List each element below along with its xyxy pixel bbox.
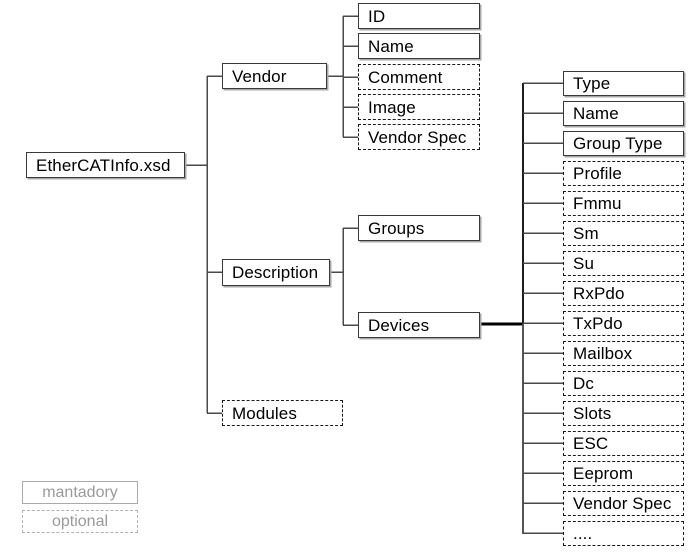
node-label: Slots bbox=[573, 404, 612, 423]
device-child-su[interactable]: Su bbox=[563, 251, 684, 276]
node-modules[interactable]: Modules bbox=[222, 400, 343, 426]
node-label: Name bbox=[368, 36, 414, 56]
node-label: Fmmu bbox=[573, 194, 622, 213]
device-child-profile[interactable]: Profile bbox=[563, 161, 684, 186]
node-label: ID bbox=[368, 6, 386, 26]
node-vendor[interactable]: Vendor bbox=[222, 63, 327, 89]
description-child-groups[interactable]: Groups bbox=[358, 215, 480, 241]
node-label: .... bbox=[573, 524, 593, 543]
node-label: Comment bbox=[368, 67, 443, 87]
node-label: Eeprom bbox=[573, 464, 634, 483]
device-child-dc[interactable]: Dc bbox=[563, 371, 684, 396]
node-description[interactable]: Description bbox=[222, 259, 330, 286]
node-label: Su bbox=[573, 254, 594, 273]
device-child-fmmu[interactable]: Fmmu bbox=[563, 191, 684, 216]
node-label: Group Type bbox=[573, 134, 663, 153]
device-child-slots[interactable]: Slots bbox=[563, 401, 684, 426]
node-label: Image bbox=[368, 97, 416, 117]
device-child-eeprom[interactable]: Eeprom bbox=[563, 461, 684, 486]
node-label: Name bbox=[573, 104, 619, 123]
node-label: EtherCATInfo.xsd bbox=[36, 155, 171, 175]
node-label: Vendor bbox=[232, 66, 287, 86]
node-label: Vendor Spec bbox=[573, 494, 672, 513]
legend-label: optional bbox=[51, 512, 109, 530]
node-label: Vendor Spec bbox=[368, 127, 467, 147]
vendor-child-name[interactable]: Name bbox=[358, 33, 480, 59]
node-label: Sm bbox=[573, 224, 599, 243]
node-label: Dc bbox=[573, 374, 594, 393]
legend-item-optional: optional bbox=[22, 510, 138, 533]
legend-label: mantadory bbox=[42, 483, 118, 501]
device-child-rxpdo[interactable]: RxPdo bbox=[563, 281, 684, 306]
node-label: Type bbox=[573, 74, 611, 93]
node-label: Devices bbox=[368, 315, 430, 335]
node-label: Groups bbox=[368, 218, 425, 238]
description-child-devices[interactable]: Devices bbox=[358, 312, 480, 338]
device-child-sm[interactable]: Sm bbox=[563, 221, 684, 246]
device-child-name[interactable]: Name bbox=[563, 101, 684, 126]
node-label: ESC bbox=[573, 434, 609, 453]
node-label: Description bbox=[232, 263, 319, 282]
node-label: Mailbox bbox=[573, 344, 633, 363]
root-node-ethercatinfodotxsd[interactable]: EtherCATInfo.xsd bbox=[26, 152, 185, 178]
device-child-dotdotdotdot[interactable]: .... bbox=[563, 521, 684, 546]
node-label: Profile bbox=[573, 164, 622, 183]
device-child-vendor-spec[interactable]: Vendor Spec bbox=[563, 491, 684, 516]
vendor-child-vendor-spec[interactable]: Vendor Spec bbox=[358, 124, 480, 150]
legend-item-mantadory: mantadory bbox=[22, 481, 138, 504]
vendor-child-image[interactable]: Image bbox=[358, 94, 480, 120]
device-child-type[interactable]: Type bbox=[563, 71, 684, 96]
vendor-child-id[interactable]: ID bbox=[358, 3, 480, 29]
device-child-group-type[interactable]: Group Type bbox=[563, 131, 684, 156]
device-child-txpdo[interactable]: TxPdo bbox=[563, 311, 684, 336]
device-child-esc[interactable]: ESC bbox=[563, 431, 684, 456]
vendor-child-comment[interactable]: Comment bbox=[358, 64, 480, 90]
node-label: RxPdo bbox=[573, 284, 625, 303]
device-child-mailbox[interactable]: Mailbox bbox=[563, 341, 684, 366]
node-label: TxPdo bbox=[573, 314, 623, 333]
node-label: Modules bbox=[232, 403, 297, 423]
